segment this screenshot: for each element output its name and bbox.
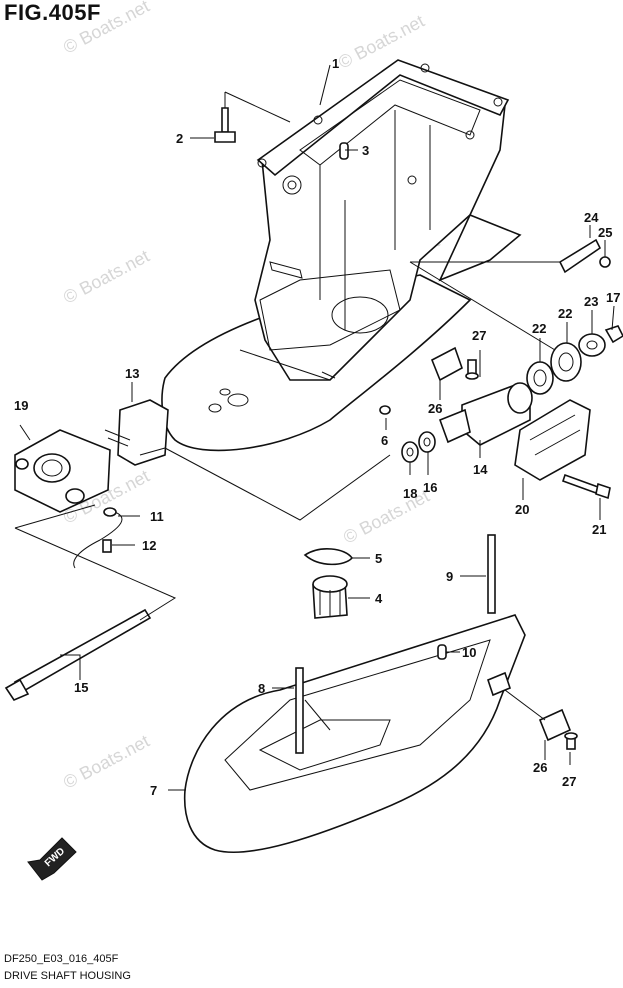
- callout-5[interactable]: 5: [375, 551, 382, 566]
- callout-8[interactable]: 8: [258, 681, 265, 696]
- callout-7[interactable]: 7: [150, 783, 157, 798]
- callout-24[interactable]: 24: [584, 210, 599, 225]
- part-mount-cover[interactable]: [514, 399, 591, 481]
- part-dowel-pin[interactable]: [339, 142, 349, 160]
- part-small-bolt[interactable]: [379, 405, 391, 415]
- callout-25[interactable]: 25: [598, 225, 612, 240]
- callout-22a[interactable]: 22: [532, 321, 546, 336]
- callout-15[interactable]: 15: [74, 680, 88, 695]
- fwd-arrow-icon: FWD: [27, 837, 77, 881]
- footer-diagram-name: DRIVE SHAFT HOUSING: [4, 970, 131, 982]
- callout-18[interactable]: 18: [403, 486, 417, 501]
- callout-9[interactable]: 9: [446, 569, 453, 584]
- callout-26b[interactable]: 26: [533, 760, 547, 775]
- callout-27a[interactable]: 27: [472, 328, 486, 343]
- callout-20[interactable]: 20: [515, 502, 529, 517]
- callout-6[interactable]: 6: [381, 433, 388, 448]
- callout-17[interactable]: 17: [606, 290, 620, 305]
- part-mount-rubber[interactable]: [438, 382, 533, 446]
- part-washer[interactable]: [401, 441, 419, 463]
- part-ground-wire[interactable]: [73, 507, 123, 569]
- part-small-bolt[interactable]: [564, 732, 578, 750]
- callout-13[interactable]: 13: [125, 366, 139, 381]
- callout-11[interactable]: 11: [150, 509, 164, 524]
- part-stud-bolt[interactable]: [487, 534, 496, 614]
- part-long-bolt[interactable]: [561, 473, 611, 500]
- part-washer[interactable]: [550, 342, 582, 382]
- callout-16[interactable]: 16: [423, 480, 437, 495]
- part-connector[interactable]: [104, 399, 169, 466]
- part-clip[interactable]: [558, 238, 602, 274]
- figure-title: FIG.405F: [4, 0, 101, 25]
- part-screw[interactable]: [599, 256, 611, 268]
- part-small-bolt[interactable]: [102, 539, 112, 553]
- callout-22b[interactable]: 22: [558, 306, 572, 321]
- callout-19[interactable]: 19: [14, 398, 28, 413]
- part-small-bolt[interactable]: [465, 359, 479, 380]
- leader-lines: [14, 64, 615, 791]
- part-bushing[interactable]: [312, 575, 348, 619]
- callout-21[interactable]: 21: [592, 522, 606, 537]
- callout-2[interactable]: 2: [176, 131, 183, 146]
- part-rubber-block[interactable]: [538, 708, 572, 742]
- part-drive-shaft-housing[interactable]: [161, 59, 522, 452]
- callout-26a[interactable]: 26: [428, 401, 442, 416]
- part-bolt[interactable]: [214, 107, 236, 143]
- part-rubber-block[interactable]: [430, 346, 463, 382]
- callout-27b[interactable]: 27: [562, 774, 576, 789]
- part-stud-bolt[interactable]: [295, 667, 304, 754]
- part-washer[interactable]: [526, 361, 554, 395]
- part-through-bolt[interactable]: [4, 608, 152, 701]
- callout-1[interactable]: 1: [332, 56, 339, 71]
- callout-3[interactable]: 3: [362, 143, 369, 158]
- callout-14[interactable]: 14: [473, 462, 488, 477]
- callout-4[interactable]: 4: [375, 591, 383, 606]
- part-washer[interactable]: [418, 431, 436, 453]
- part-snap-ring[interactable]: [303, 548, 354, 566]
- footer-diagram-code: DF250_E03_016_405F: [4, 953, 119, 965]
- part-lower-drive-shaft-housing[interactable]: [183, 614, 526, 854]
- part-nut[interactable]: [604, 325, 623, 344]
- callout-12[interactable]: 12: [142, 538, 156, 553]
- part-mount-bracket[interactable]: [14, 429, 111, 513]
- callout-23[interactable]: 23: [584, 294, 598, 309]
- part-washer[interactable]: [578, 333, 606, 357]
- callout-10[interactable]: 10: [462, 645, 476, 660]
